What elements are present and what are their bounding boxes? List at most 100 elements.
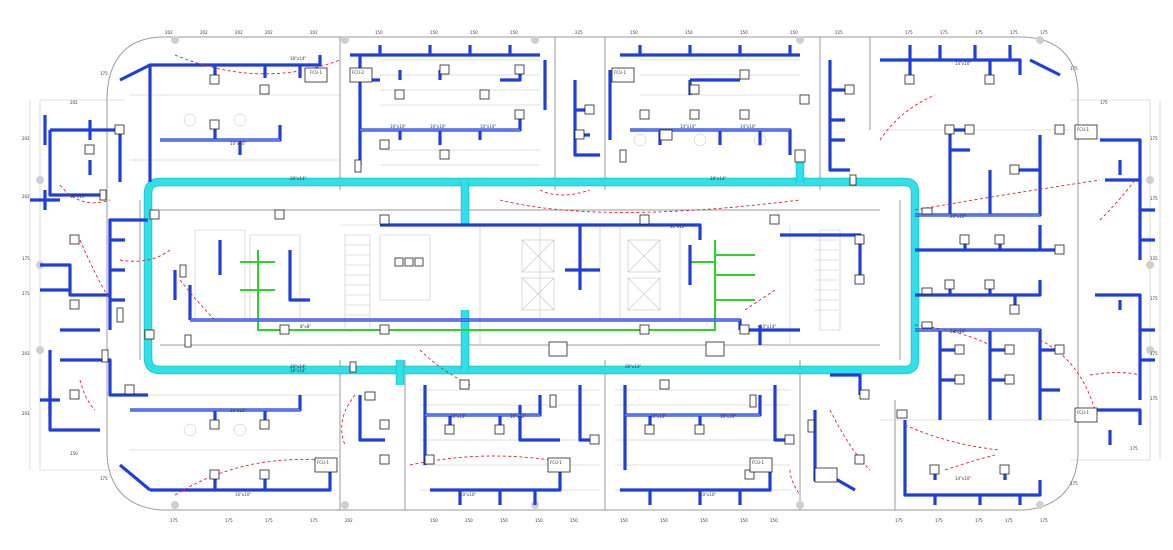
svg-text:150: 150 (430, 30, 438, 35)
svg-text:150: 150 (790, 30, 798, 35)
svg-text:24"x10": 24"x10" (950, 214, 966, 219)
svg-text:175: 175 (1150, 351, 1158, 356)
svg-text:150: 150 (685, 30, 693, 35)
svg-text:225: 225 (835, 30, 843, 35)
svg-text:14"x10": 14"x10" (955, 476, 971, 481)
svg-text:10"x10": 10"x10" (650, 414, 666, 419)
svg-text:175: 175 (100, 476, 108, 481)
svg-text:175: 175 (975, 518, 983, 523)
svg-text:202: 202 (22, 351, 30, 356)
interior-walls (130, 37, 1070, 510)
duct-highlight (130, 129, 1040, 416)
svg-text:28"x14": 28"x14" (290, 364, 306, 369)
svg-text:10"x10": 10"x10" (235, 492, 251, 497)
svg-text:175: 175 (935, 518, 943, 523)
svg-text:10"x10": 10"x10" (390, 124, 406, 129)
svg-text:FCU-1: FCU-1 (550, 460, 562, 465)
svg-text:18"x14": 18"x14" (290, 368, 306, 373)
building-outline (29, 36, 1161, 511)
svg-text:10"x14": 10"x14" (760, 324, 776, 329)
svg-text:12"x12": 12"x12" (670, 224, 686, 229)
svg-text:10"x10": 10"x10" (450, 414, 466, 419)
svg-text:10"x10": 10"x10" (460, 492, 476, 497)
columns (36, 36, 1154, 509)
core-stairs (345, 239, 838, 316)
svg-text:150: 150 (740, 30, 748, 35)
svg-text:150: 150 (535, 518, 543, 523)
equipment-units (99, 67, 1098, 483)
svg-text:175: 175 (1070, 66, 1078, 71)
svg-text:FCU-1: FCU-1 (317, 460, 329, 465)
svg-text:150: 150 (375, 30, 383, 35)
svg-text:150: 150 (430, 518, 438, 523)
svg-text:225: 225 (575, 30, 583, 35)
svg-text:150: 150 (700, 518, 708, 523)
svg-text:10"x10": 10"x10" (480, 124, 496, 129)
svg-text:175: 175 (1150, 396, 1158, 401)
svg-text:175: 175 (225, 518, 233, 523)
svg-text:175: 175 (1150, 296, 1158, 301)
svg-text:8"x8": 8"x8" (300, 324, 311, 329)
svg-text:202: 202 (265, 30, 273, 35)
svg-text:18"x14": 18"x14" (290, 56, 306, 61)
svg-text:28"x14": 28"x14" (710, 176, 726, 181)
svg-text:150: 150 (740, 518, 748, 523)
svg-text:FCU-1: FCU-1 (1077, 410, 1089, 415)
svg-text:28"x14": 28"x14" (290, 176, 306, 181)
svg-text:175: 175 (940, 30, 948, 35)
svg-text:24"x10": 24"x10" (950, 329, 966, 334)
svg-text:28"x14": 28"x14" (625, 364, 641, 369)
svg-text:FCU-1: FCU-1 (310, 70, 322, 75)
svg-text:175: 175 (975, 30, 983, 35)
svg-text:175: 175 (1150, 196, 1158, 201)
svg-text:FCU-2: FCU-2 (352, 70, 364, 75)
svg-text:150: 150 (770, 518, 778, 523)
svg-text:10"x10": 10"x10" (230, 408, 246, 413)
svg-text:10"x10": 10"x10" (720, 414, 736, 419)
svg-text:10"x10": 10"x10" (230, 141, 246, 146)
svg-text:202: 202 (22, 194, 30, 199)
main-supply-trunk: 28"x14" 28"x14" 28"x14" 28"x14" (143, 160, 920, 385)
svg-text:175: 175 (1100, 100, 1108, 105)
svg-text:150: 150 (620, 518, 628, 523)
svg-text:202: 202 (70, 100, 78, 105)
svg-text:150: 150 (660, 518, 668, 523)
svg-text:150: 150 (500, 518, 508, 523)
svg-text:10"x12": 10"x12" (510, 414, 526, 419)
svg-text:135: 135 (1150, 256, 1158, 261)
furniture (183, 59, 800, 491)
svg-text:150: 150 (70, 451, 78, 456)
svg-text:FCU-1: FCU-1 (1077, 127, 1089, 132)
tag-labels: 202 202 202 202 202 150 150 150 150 225 … (22, 30, 1158, 523)
svg-text:202: 202 (165, 30, 173, 35)
svg-text:150: 150 (510, 30, 518, 35)
svg-text:14"x10": 14"x10" (955, 61, 971, 66)
svg-text:14"x10": 14"x10" (70, 194, 86, 199)
svg-text:202: 202 (22, 411, 30, 416)
svg-text:202: 202 (310, 30, 318, 35)
svg-text:175: 175 (310, 518, 318, 523)
svg-text:150: 150 (465, 518, 473, 523)
svg-text:175: 175 (1040, 30, 1048, 35)
svg-text:175: 175 (22, 291, 30, 296)
svg-text:175: 175 (895, 518, 903, 523)
svg-text:202: 202 (200, 30, 208, 35)
svg-text:175: 175 (1150, 136, 1158, 141)
svg-text:175: 175 (1005, 518, 1013, 523)
svg-text:175: 175 (1130, 446, 1138, 451)
svg-text:175: 175 (22, 256, 30, 261)
svg-text:150: 150 (570, 518, 578, 523)
svg-text:175: 175 (265, 518, 273, 523)
svg-text:14"x10": 14"x10" (680, 124, 696, 129)
svg-text:175: 175 (170, 518, 178, 523)
diffusers (69, 64, 1065, 480)
svg-text:175: 175 (1010, 30, 1018, 35)
svg-text:175: 175 (1070, 481, 1078, 486)
svg-text:10"x10": 10"x10" (700, 492, 716, 497)
svg-text:14"x10": 14"x10" (740, 124, 756, 129)
svg-text:150: 150 (630, 30, 638, 35)
svg-text:175: 175 (905, 30, 913, 35)
svg-text:202: 202 (235, 30, 243, 35)
green-duct (240, 240, 755, 331)
